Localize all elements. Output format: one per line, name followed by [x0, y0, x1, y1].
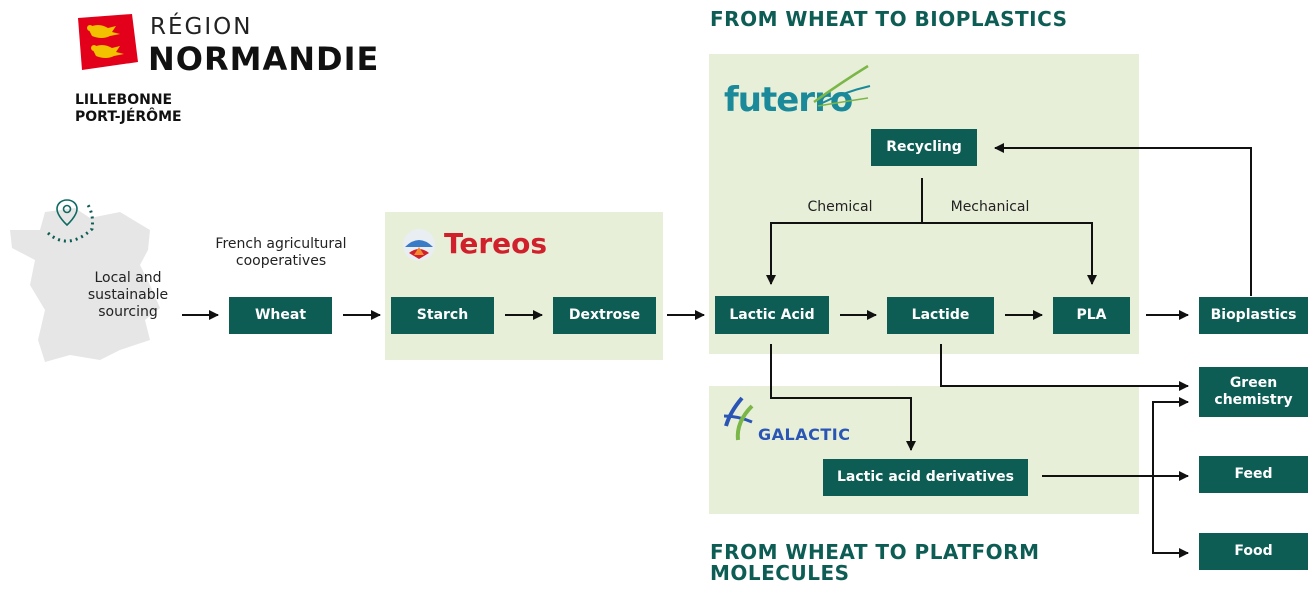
normandie-flag-icon	[78, 14, 138, 70]
node-feed: Feed	[1199, 456, 1308, 493]
tereos-logo: Tereos	[444, 227, 548, 260]
arrow-recycling-mechanical	[922, 222, 1097, 285]
node-recycling: Recycling	[871, 129, 977, 166]
mechanical-label: Mechanical	[950, 199, 1030, 215]
title-bioplastics: FROM WHEAT TO BIOPLASTICS	[710, 7, 1068, 31]
title-platform-line-2: MOLECULES	[710, 561, 850, 585]
arrow-branch-green	[1152, 397, 1189, 476]
location-pin-icon	[46, 199, 94, 243]
tereos-flower-icon	[403, 229, 435, 261]
node-dextrose: Dextrose	[553, 297, 656, 334]
sourcing-line-1: Local and	[94, 270, 162, 286]
node-wheat: Wheat	[229, 297, 332, 334]
title-platform-line-1: FROM WHEAT TO PLATFORM	[710, 540, 1040, 564]
arrow-recycling-chemical	[766, 178, 923, 285]
galactic-swoosh-icon	[723, 396, 754, 441]
region-normandie-logo: RÉGION NORMANDIE	[70, 10, 378, 80]
arrow-lactide-green	[940, 344, 1189, 391]
location-line-1: LILLEBONNE	[75, 92, 173, 108]
node-food: Food	[1199, 533, 1308, 570]
arrow-lactic-derivatives	[770, 344, 916, 451]
sourcing-line-2: sustainable	[87, 287, 169, 303]
futerro-logo: futerro	[724, 80, 853, 120]
coop-line-2: cooperatives	[235, 253, 327, 269]
node-pla: PLA	[1053, 297, 1130, 334]
green-line-1: Green	[1229, 375, 1278, 391]
node-lactic-acid: Lactic Acid	[715, 296, 829, 334]
coop-line-1: French agricultural	[215, 236, 347, 252]
node-green-chemistry: Green chemistry	[1199, 367, 1308, 417]
arrow-branch-food	[1152, 476, 1189, 558]
sourcing-line-3: sourcing	[98, 304, 158, 320]
galactic-logo: GALACTIC	[758, 425, 851, 444]
futerro-leaves-icon	[813, 64, 871, 107]
node-starch: Starch	[391, 297, 494, 334]
node-lactic-acid-derivatives: Lactic acid derivatives	[823, 459, 1028, 496]
region-word: RÉGION	[150, 14, 253, 40]
france-map	[10, 208, 160, 362]
arrow-bioplastics-recycling	[994, 143, 1252, 296]
node-lactide: Lactide	[887, 297, 994, 334]
chemical-label: Chemical	[807, 199, 873, 215]
normandie-word: NORMANDIE	[148, 40, 380, 78]
node-bioplastics: Bioplastics	[1199, 297, 1308, 334]
green-line-2: chemistry	[1214, 392, 1293, 408]
location-line-2: PORT-JÉRÔME	[75, 109, 182, 125]
